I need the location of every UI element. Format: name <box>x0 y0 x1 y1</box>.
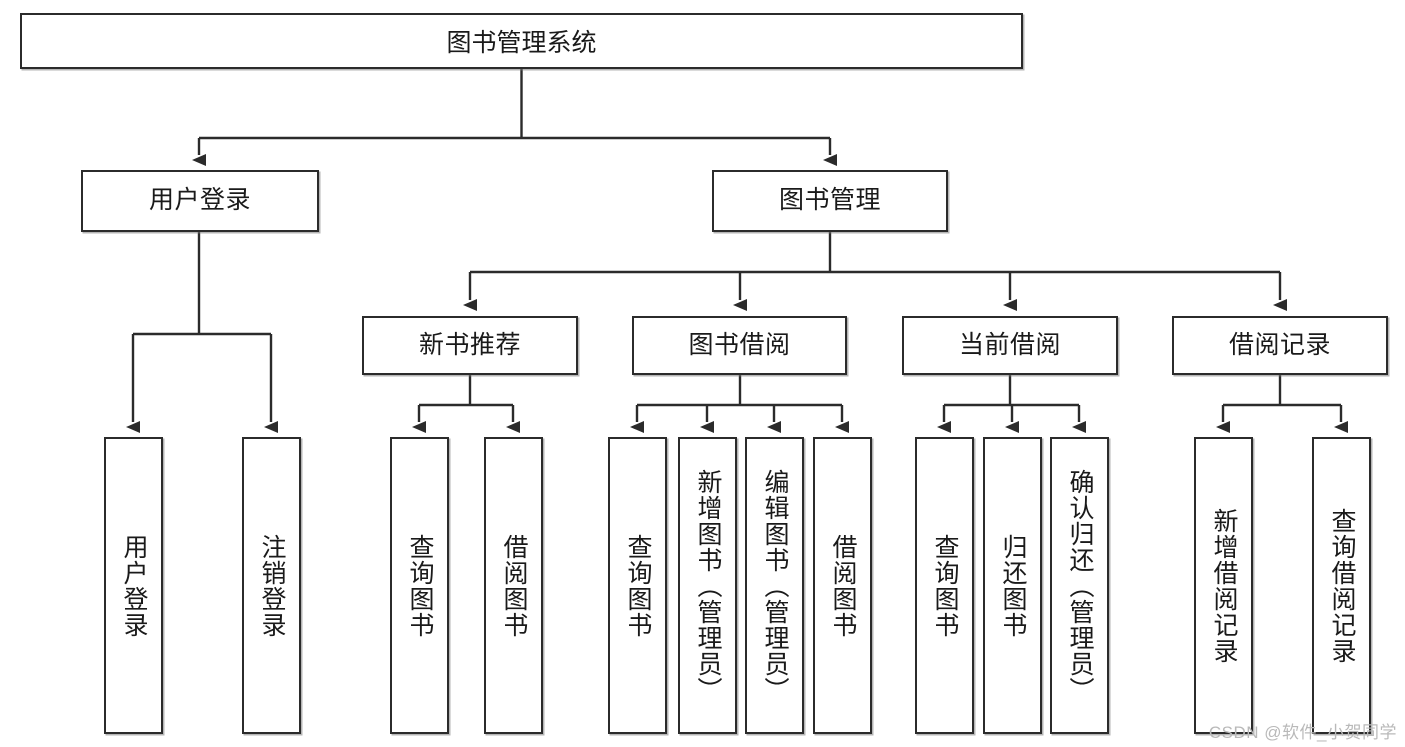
node-user-login[interactable]: 用户登录 <box>81 170 319 232</box>
node-label: 借阅记录 <box>1228 330 1331 359</box>
leaf-query-book[interactable]: 查询图书 <box>608 437 667 734</box>
node-borrow-record[interactable]: 借阅记录 <box>1172 316 1388 375</box>
leaf-edit-book-admin[interactable]: 编辑图书（管理员） <box>745 437 804 734</box>
leaf-add-borrow-record[interactable]: 新增借阅记录 <box>1194 437 1253 734</box>
node-new-book-recommend[interactable]: 新书推荐 <box>362 316 578 375</box>
node-label: 图书管理系统 <box>446 29 597 57</box>
node-book-management[interactable]: 图书管理 <box>712 170 948 232</box>
node-label: 用户登录 <box>148 186 251 215</box>
leaf-query-borrow-record[interactable]: 查询借阅记录 <box>1312 437 1371 734</box>
leaf-borrow-book-recommend[interactable]: 借阅图书 <box>484 437 543 734</box>
node-label: 图书借阅 <box>688 330 791 359</box>
node-label: 归还图书 <box>999 533 1027 638</box>
node-label: 新增借阅记录 <box>1210 507 1238 664</box>
node-label: 新书推荐 <box>418 330 521 359</box>
node-label: 当前借阅 <box>958 330 1061 359</box>
node-label: 查询图书 <box>931 533 959 638</box>
node-label: 查询借阅记录 <box>1328 507 1356 664</box>
node-root[interactable]: 图书管理系统 <box>20 13 1023 69</box>
leaf-return-book[interactable]: 归还图书 <box>983 437 1042 734</box>
leaf-logout[interactable]: 注销登录 <box>242 437 301 734</box>
node-book-borrow[interactable]: 图书借阅 <box>632 316 847 375</box>
node-label: 用户登录 <box>120 533 148 638</box>
leaf-query-book-current[interactable]: 查询图书 <box>915 437 974 734</box>
node-label: 借阅图书 <box>829 533 857 638</box>
node-label: 编辑图书（管理员） <box>761 468 789 703</box>
node-current-borrow[interactable]: 当前借阅 <box>902 316 1118 375</box>
node-label: 确认归还（管理员） <box>1066 468 1094 703</box>
leaf-confirm-return-admin[interactable]: 确认归还（管理员） <box>1050 437 1109 734</box>
leaf-borrow-book[interactable]: 借阅图书 <box>813 437 872 734</box>
node-label: 注销登录 <box>258 533 286 638</box>
leaf-add-book-admin[interactable]: 新增图书（管理员） <box>678 437 737 734</box>
node-label: 借阅图书 <box>500 533 528 638</box>
node-label: 查询图书 <box>624 533 652 638</box>
leaf-query-book-recommend[interactable]: 查询图书 <box>390 437 449 734</box>
watermark: CSDN @软件_小贺同学 <box>1208 723 1397 742</box>
leaf-user-login[interactable]: 用户登录 <box>104 437 163 734</box>
node-label: 新增图书（管理员） <box>694 468 722 703</box>
node-label: 图书管理 <box>778 186 881 215</box>
node-label: 查询图书 <box>406 533 434 638</box>
